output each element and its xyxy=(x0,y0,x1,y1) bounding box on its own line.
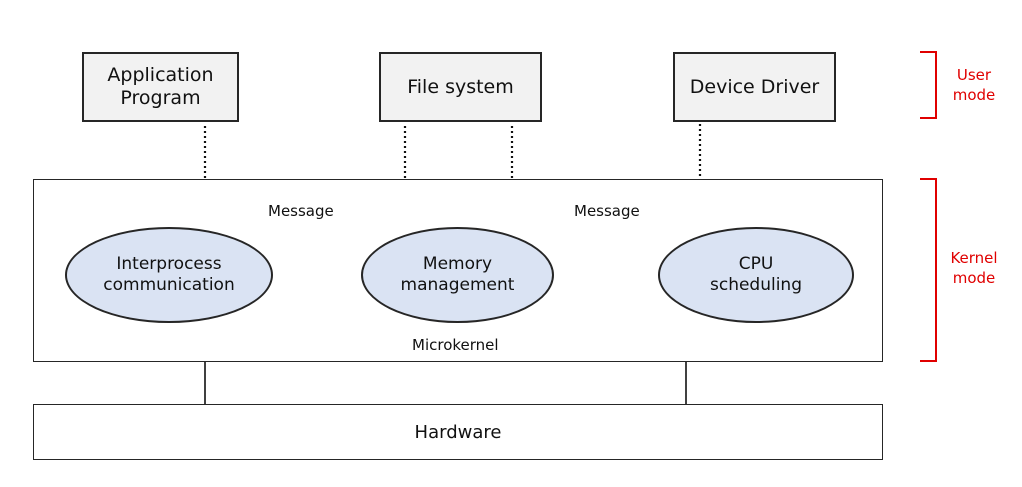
device-driver-label: Device Driver xyxy=(689,75,820,98)
memory-management-label: Memory management xyxy=(400,253,515,295)
file-system-label: File system xyxy=(407,75,514,98)
ipc-ellipse: Interprocess communication xyxy=(65,227,273,323)
file-system-box: File system xyxy=(379,52,542,122)
cpu-scheduling-label: CPU scheduling xyxy=(709,253,802,295)
user-mode-label: User mode xyxy=(952,66,996,104)
message-path-right xyxy=(510,124,702,200)
kernel-mode-bracket xyxy=(920,178,937,362)
application-program-box: Application Program xyxy=(82,52,239,122)
kernel-mode-label: Kernel mode xyxy=(950,249,998,287)
message-label-right: Message xyxy=(574,202,640,220)
cpu-scheduling-ellipse: CPU scheduling xyxy=(658,227,854,323)
user-mode-bracket xyxy=(920,51,937,119)
memory-management-ellipse: Memory management xyxy=(361,227,554,323)
message-label-left: Message xyxy=(268,202,334,220)
hardware-label: Hardware xyxy=(414,421,502,443)
microkernel-label: Microkernel xyxy=(412,336,499,354)
application-program-label: Application Program xyxy=(107,64,214,109)
ipc-label: Interprocess communication xyxy=(103,253,235,295)
device-driver-box: Device Driver xyxy=(673,52,836,122)
hardware-box: Hardware xyxy=(33,404,883,460)
